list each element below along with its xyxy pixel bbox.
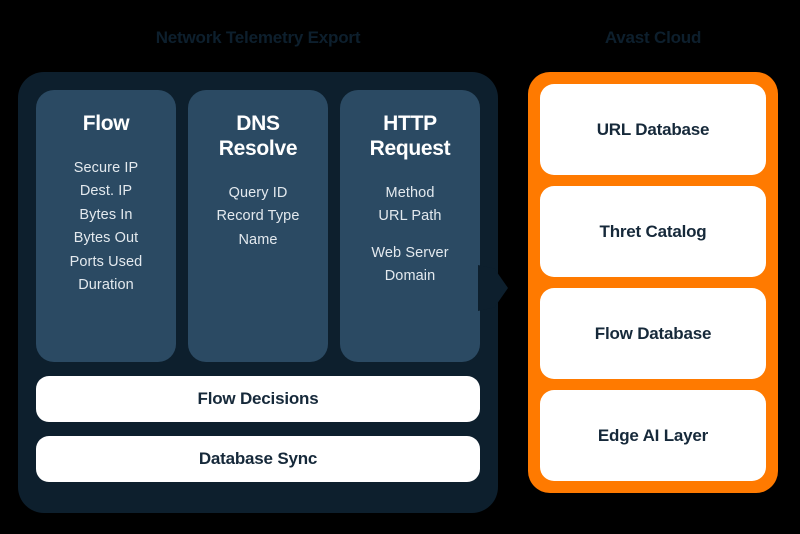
arrow-right-icon (478, 265, 508, 311)
telemetry-item: Domain (384, 267, 436, 284)
telemetry-item: Record Type (216, 208, 300, 225)
flow-decisions-label: Flow Decisions (197, 389, 319, 408)
telemetry-item: Web Server (371, 244, 449, 261)
cloud-card-label: Edge AI Layer (597, 425, 709, 445)
telemetry-card-items: Query ID Record Type Name (196, 182, 320, 252)
telemetry-card-items: Method URL Path Web Server Domain (348, 182, 472, 289)
cloud-card-url-database[interactable]: URL Database (540, 84, 766, 175)
telemetry-card-title: HTTP Request (369, 112, 451, 160)
avast-cloud-panel: URL Database Thret Catalog Flow Database… (528, 72, 778, 493)
database-sync-label: Database Sync (198, 449, 318, 468)
telemetry-item: URL Path (378, 208, 442, 225)
telemetry-item: Dest. IP (79, 183, 133, 200)
right-panel-title: Avast Cloud (604, 28, 702, 47)
cloud-card-edge-ai-layer[interactable]: Edge AI Layer (540, 390, 766, 481)
telemetry-columns: Flow Secure IP Dest. IP Bytes In Bytes O… (36, 90, 480, 362)
telemetry-item: Bytes Out (73, 230, 139, 247)
telemetry-card-dns-resolve[interactable]: DNS Resolve Query ID Record Type Name (188, 90, 328, 362)
cloud-card-flow-database[interactable]: Flow Database (540, 288, 766, 379)
telemetry-card-title: Flow (82, 112, 130, 135)
cloud-card-label: Flow Database (594, 323, 712, 343)
telemetry-item: Duration (78, 277, 134, 294)
telemetry-item: Name (238, 231, 278, 248)
telemetry-item: Secure IP (73, 159, 139, 176)
cloud-card-thret-catalog[interactable]: Thret Catalog (540, 186, 766, 277)
telemetry-card-items: Secure IP Dest. IP Bytes In Bytes Out Po… (44, 157, 168, 298)
cloud-card-label: Thret Catalog (599, 221, 707, 241)
cloud-card-label: URL Database (596, 119, 710, 139)
telemetry-card-title: DNS Resolve (218, 112, 298, 160)
telemetry-card-flow[interactable]: Flow Secure IP Dest. IP Bytes In Bytes O… (36, 90, 176, 362)
flow-decisions-bar[interactable]: Flow Decisions (36, 376, 480, 422)
telemetry-item: Ports Used (69, 253, 143, 270)
telemetry-card-http-request[interactable]: HTTP Request Method URL Path Web Server … (340, 90, 480, 362)
network-telemetry-panel: Flow Secure IP Dest. IP Bytes In Bytes O… (18, 72, 498, 513)
database-sync-bar[interactable]: Database Sync (36, 436, 480, 482)
telemetry-item: Bytes In (79, 206, 133, 223)
telemetry-item: Method (385, 184, 435, 201)
telemetry-item: Query ID (228, 184, 288, 201)
left-panel-title: Network Telemetry Export (155, 28, 361, 47)
